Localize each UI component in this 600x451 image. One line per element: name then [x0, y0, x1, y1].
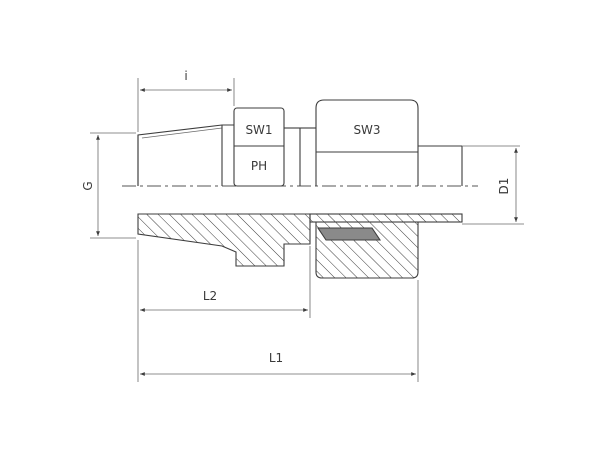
collar-upper: [284, 127, 316, 186]
body-section-lower: [137, 213, 311, 267]
dim-l1: L1: [140, 280, 419, 382]
dim-label-l1: L1: [269, 351, 283, 365]
hex-sw1-upper: [233, 107, 285, 187]
dim-label-i: i: [184, 69, 187, 83]
dim-i: i: [137, 69, 235, 132]
dim-label-l2: L2: [203, 289, 217, 303]
nut-sw3-upper: [315, 99, 419, 186]
cutting-ring-section: [316, 227, 382, 241]
threaded-stud-upper: [137, 124, 234, 186]
label-ph: PH: [251, 159, 267, 173]
dim-label-d1: D1: [497, 178, 511, 195]
tube-upper: [418, 145, 520, 186]
dim-g: G: [81, 132, 136, 239]
label-sw1: SW1: [245, 123, 272, 137]
dim-d1: D1: [462, 148, 524, 225]
tube-section-lower: [309, 213, 463, 223]
dim-label-g: G: [81, 181, 95, 190]
dim-l2: L2: [137, 240, 311, 382]
label-sw3: SW3: [353, 123, 380, 137]
